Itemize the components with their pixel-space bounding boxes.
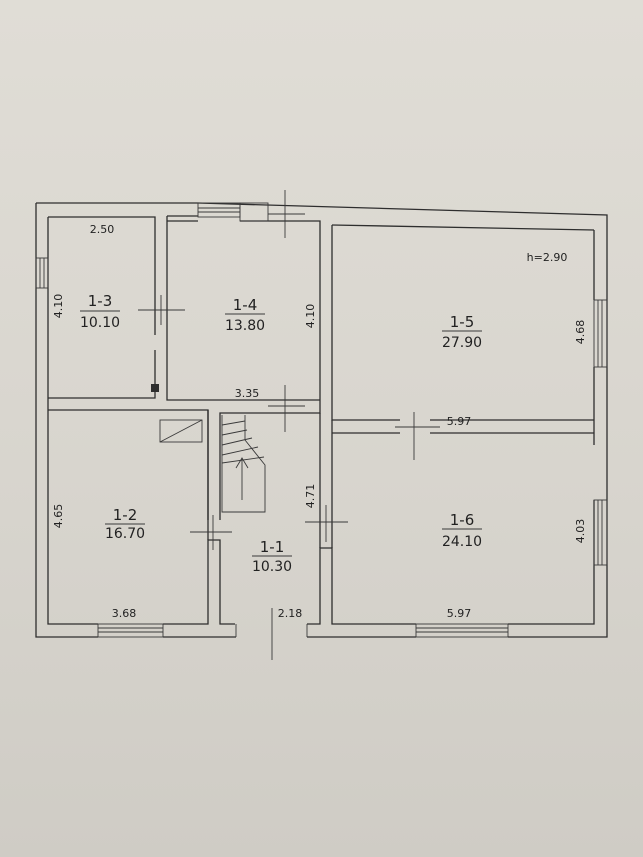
dim-1-3-width: 2.50 <box>90 223 115 236</box>
dim-1-1-depth: 4.71 <box>304 484 317 509</box>
room-1-4-number: 1-4 <box>233 296 258 314</box>
room-1-1-number: 1-1 <box>260 538 285 556</box>
staircase <box>221 415 266 513</box>
door-marks <box>138 190 440 660</box>
fixtures <box>151 384 203 443</box>
dim-1-5-width: 5.97 <box>447 415 472 428</box>
room-1-5-area: 27.90 <box>442 335 482 351</box>
dim-1-1-width: 2.18 <box>278 607 303 620</box>
dim-1-2-depth: 4.65 <box>52 504 65 529</box>
interior-walls <box>48 216 595 548</box>
dimension-labels: 2.50 4.10 4.10 3.35 4.68 5.97 4.65 3.68 … <box>52 223 587 620</box>
room-1-1-area: 10.30 <box>252 559 292 575</box>
dim-1-6-depth: 4.03 <box>574 519 587 544</box>
room-labels: 1-3 10.10 1-4 13.80 1-5 27.90 1-2 16.70 … <box>80 251 567 575</box>
dim-1-6-width: 5.97 <box>447 607 472 620</box>
dim-1-2-width: 3.68 <box>112 607 137 620</box>
room-1-5-number: 1-5 <box>450 313 475 331</box>
dim-1-5-depth: 4.68 <box>574 320 587 345</box>
dim-1-4-depth: 4.10 <box>304 304 317 329</box>
room-1-2-number: 1-2 <box>113 506 138 524</box>
room-1-6-number: 1-6 <box>450 511 475 529</box>
ceiling-height-label: h=2.90 <box>527 251 568 264</box>
windows <box>35 202 608 638</box>
room-1-2-area: 16.70 <box>105 526 145 542</box>
dim-1-4-width: 3.35 <box>235 387 260 400</box>
room-1-3-number: 1-3 <box>88 292 113 310</box>
outer-walls <box>35 202 608 638</box>
room-1-3-area: 10.10 <box>80 315 120 331</box>
dim-1-3-depth: 4.10 <box>52 294 65 319</box>
room-1-6-area: 24.10 <box>442 534 482 550</box>
room-1-4-area: 13.80 <box>225 318 265 334</box>
